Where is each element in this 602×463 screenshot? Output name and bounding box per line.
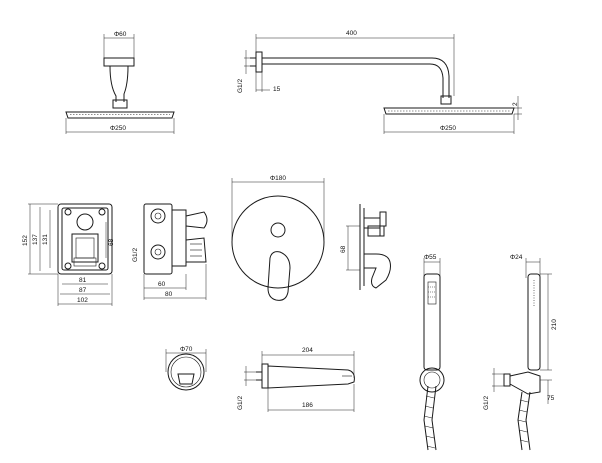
holder-height-label: 75 bbox=[547, 395, 555, 402]
arm-length-label: 400 bbox=[346, 30, 357, 37]
holder-thread-label: G1/2 bbox=[483, 396, 490, 410]
plate-dia-side-label: Φ250 bbox=[440, 125, 456, 132]
hand-dia-2-label: Φ24 bbox=[510, 254, 523, 261]
mixer-side-view: 68 bbox=[340, 204, 391, 290]
box-w-mid-label: 87 bbox=[79, 287, 87, 294]
spout-side-view: 204 G1/2 186 bbox=[237, 347, 355, 412]
spout-thread-label: G1/2 bbox=[237, 396, 244, 410]
box-w-inner-label: 81 bbox=[79, 277, 87, 284]
spout-front-view: Φ70 bbox=[165, 346, 207, 391]
box-w-outer-label: 102 bbox=[77, 297, 88, 304]
hand-dia-1-label: Φ55 bbox=[424, 254, 437, 261]
box-inner-dim-label: 68 bbox=[108, 238, 115, 246]
plate-dia-top-label: Φ250 bbox=[110, 125, 126, 132]
valve-thread-label: G1/2 bbox=[132, 248, 139, 262]
hand-shower-front-view: Φ55 bbox=[419, 254, 445, 451]
valve-depth-60-label: 60 bbox=[158, 281, 166, 288]
spout-dia-label: Φ70 bbox=[180, 346, 193, 353]
box-h-mid-label: 137 bbox=[32, 234, 39, 245]
hand-shower-side-view: Φ24 210 75 G1/2 bbox=[483, 254, 558, 451]
valve-side-view: G1/2 60 80 bbox=[132, 203, 208, 300]
box-h-outer-label: 152 bbox=[22, 235, 29, 246]
handle-height-label: 68 bbox=[340, 245, 347, 253]
box-h-inner-label: 131 bbox=[42, 234, 49, 245]
valve-depth-80-label: 80 bbox=[165, 291, 173, 298]
shower-arm-side-view: 400 G1/2 15 2 Φ250 bbox=[237, 30, 522, 134]
mixer-cover-front-view: Φ180 bbox=[231, 175, 325, 301]
head-dia-label: Φ60 bbox=[114, 31, 127, 38]
plate-thick-label: 2 bbox=[512, 102, 519, 106]
arm-offset-label: 15 bbox=[273, 86, 281, 93]
valve-box-front-view: 152 137 131 68 81 87 102 bbox=[22, 203, 115, 306]
spout-wall-label: 186 bbox=[302, 402, 313, 409]
shower-head-front-view: Φ60 Φ250 bbox=[65, 31, 175, 134]
spout-length-label: 204 bbox=[302, 347, 313, 354]
hand-length-label: 210 bbox=[551, 319, 558, 330]
arm-thread-label: G1/2 bbox=[237, 79, 244, 93]
cover-dia-label: Φ180 bbox=[270, 175, 286, 182]
